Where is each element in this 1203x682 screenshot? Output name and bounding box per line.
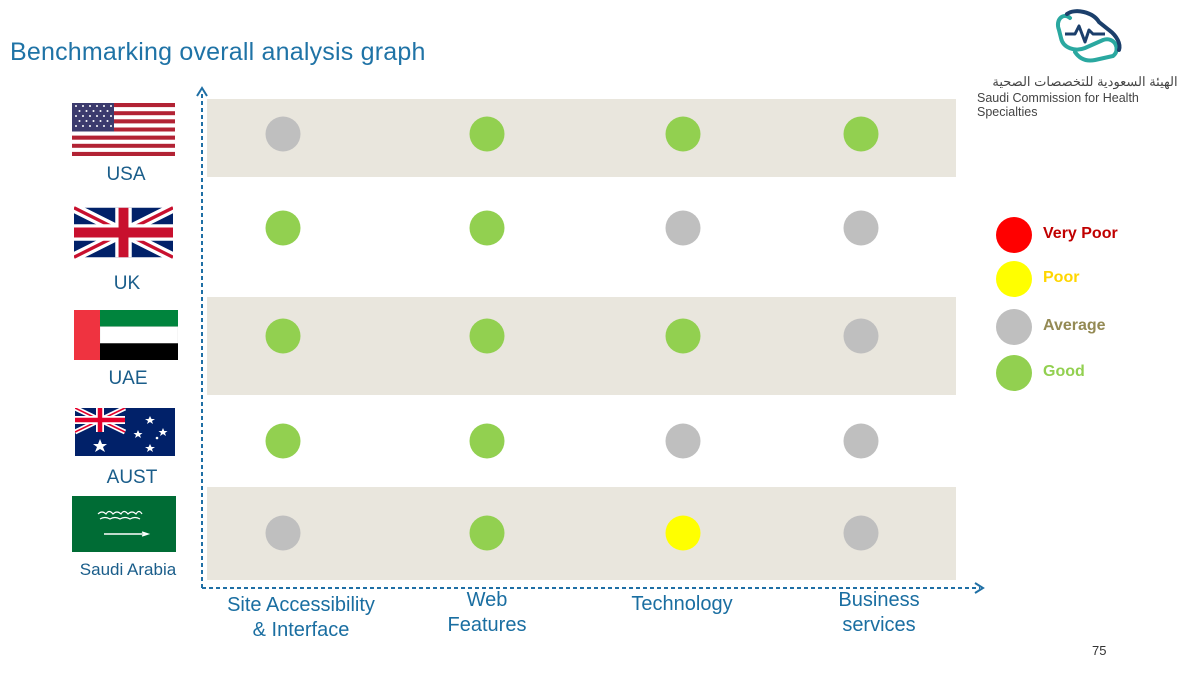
scfhs-logo-icon xyxy=(1056,9,1122,63)
legend-label-poor: Poor xyxy=(1043,269,1080,286)
legend-label-very-poor: Very Poor xyxy=(1043,225,1118,242)
rating-dot-uk-0-good xyxy=(265,210,301,246)
legend-dot-very-poor xyxy=(996,217,1032,253)
rating-dot-uae-1-good xyxy=(469,318,505,354)
legend-dot-poor xyxy=(996,261,1032,297)
page-number: 75 xyxy=(1092,643,1107,658)
rating-dot-aust-3-average xyxy=(843,423,879,459)
rating-dot-usa-0-average xyxy=(265,116,301,152)
rating-dot-aust-2-average xyxy=(665,423,701,459)
australia-flag-icon xyxy=(75,408,175,456)
row-band-0 xyxy=(207,99,956,177)
rating-dot-usa-1-good xyxy=(469,116,505,152)
rating-dot-aust-1-good xyxy=(469,423,505,459)
saudi-flag-icon xyxy=(72,496,176,552)
rating-dot-aust-0-good xyxy=(265,423,301,459)
legend-label-good: Good xyxy=(1043,363,1085,380)
page-title: Benchmarking overall analysis graph xyxy=(10,38,426,66)
y-axis-arrow xyxy=(196,86,208,97)
rating-dot-uk-1-good xyxy=(469,210,505,246)
country-label-uae: UAE xyxy=(108,368,148,389)
usa-flag-icon xyxy=(72,103,175,156)
uk-flag-icon xyxy=(74,205,173,260)
legend-dot-good xyxy=(996,355,1032,391)
country-label-saudi-arabia: Saudi Arabia xyxy=(79,560,177,579)
category-label-technology: Technology xyxy=(631,593,733,615)
category-label-business-services: Business services xyxy=(838,589,920,636)
legend-label-average: Average xyxy=(1043,317,1106,334)
rating-dot-usa-2-good xyxy=(665,116,701,152)
legend-dot-average xyxy=(996,309,1032,345)
logo-english-text: Saudi Commission for Health Specialties xyxy=(977,91,1139,119)
rating-dot-uk-2-average xyxy=(665,210,701,246)
rating-dot-uk-3-average xyxy=(843,210,879,246)
logo-arabic-text: الهيئة السعودية للتخصصات الصحية xyxy=(992,74,1178,89)
rating-dot-saudi-arabia-0-average xyxy=(265,515,301,551)
rating-dot-usa-3-good xyxy=(843,116,879,152)
row-band-2 xyxy=(207,487,956,580)
rating-dot-uae-2-good xyxy=(665,318,701,354)
uae-flag-icon xyxy=(74,310,178,360)
rating-dot-saudi-arabia-2-poor xyxy=(665,515,701,551)
country-label-uk: UK xyxy=(113,273,141,294)
rating-dot-saudi-arabia-3-average xyxy=(843,515,879,551)
rating-dot-uae-3-average xyxy=(843,318,879,354)
category-label-site-accessibility: Site Accessibility & Interface xyxy=(227,594,375,641)
x-axis-arrow xyxy=(974,582,985,594)
rating-dot-saudi-arabia-1-good xyxy=(469,515,505,551)
country-label-usa: USA xyxy=(106,164,146,185)
category-label-web-features: Web Features xyxy=(447,589,527,636)
country-label-aust: AUST xyxy=(106,467,158,488)
row-band-1 xyxy=(207,297,956,395)
rating-dot-uae-0-good xyxy=(265,318,301,354)
